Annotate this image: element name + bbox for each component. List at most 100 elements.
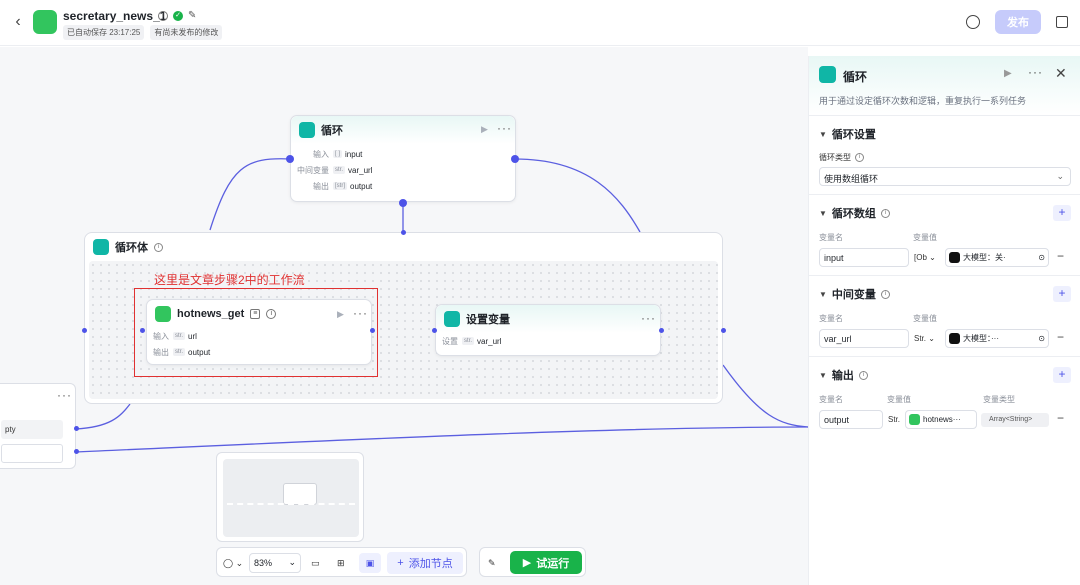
chevron-down-icon: ▼ xyxy=(819,208,827,218)
chevron-down-icon: ▼ xyxy=(819,289,827,299)
workflow-canvas[interactable]: 循环体 i 循环 ▶ ··· 输入 [ ] input 中间变量 str. va… xyxy=(0,47,808,585)
mouse-mode-icon[interactable]: ◯ ⌄ xyxy=(223,557,244,568)
more-icon[interactable]: ··· xyxy=(57,388,72,402)
hotnews-node-header: hotnews_get ≡ i ▶ ··· xyxy=(147,300,371,328)
more-icon[interactable]: ··· xyxy=(497,121,512,135)
loop-body-top-port[interactable] xyxy=(401,230,406,235)
loop-body-input-port[interactable] xyxy=(82,328,87,333)
output-variable-type: Array<String> xyxy=(981,413,1049,427)
chevron-down-icon: ⌄ xyxy=(1056,171,1064,181)
remove-icon[interactable]: − xyxy=(1057,330,1065,344)
left-node-port[interactable] xyxy=(74,449,79,454)
autosave-badge: 已自动保存 23:17:25 xyxy=(63,25,145,40)
variable-name-input[interactable]: var_url xyxy=(819,329,909,348)
run-toolbar: ✎ ▶试运行 xyxy=(479,547,586,577)
info-icon[interactable]: i xyxy=(158,10,168,21)
section-title[interactable]: ▼循环设置 xyxy=(819,129,876,141)
setvar-input-port[interactable] xyxy=(432,328,437,333)
info-icon[interactable]: i xyxy=(880,289,890,299)
edge-loop-to-loop-body xyxy=(514,158,641,233)
header: ‹ secretary_news_1 i ✓ ✎ 已自动保存 23:17:25 … xyxy=(0,0,1080,46)
output-value-ref[interactable]: hotnews··· xyxy=(905,410,977,429)
info-icon[interactable]: i xyxy=(880,208,890,218)
minimap[interactable] xyxy=(216,452,364,542)
add-array-button[interactable]: + xyxy=(1053,205,1071,221)
grid-icon[interactable]: ⊞ xyxy=(337,557,345,568)
left-node[interactable]: ··· pty xyxy=(0,383,76,469)
variable-value-ref[interactable]: 大模型：···⊙ xyxy=(945,329,1049,348)
zoom-select[interactable]: 83%⌄ xyxy=(249,553,301,573)
info-icon[interactable]: i xyxy=(855,153,864,162)
output-name-input[interactable]: output xyxy=(819,410,883,429)
play-icon[interactable]: ▶ xyxy=(481,124,488,134)
back-icon[interactable]: ‹ xyxy=(15,13,21,30)
loop-node[interactable]: 循环 ▶ ··· 输入 [ ] input 中间变量 str. var_url … xyxy=(290,115,516,202)
hotnews-input-port[interactable] xyxy=(140,328,145,333)
more-icon[interactable]: ··· xyxy=(641,311,656,325)
chevron-down-icon: ▼ xyxy=(819,129,827,139)
minimap-toggle-icon[interactable]: ▣ xyxy=(359,553,381,573)
variable-type-select[interactable]: Str. ⌄ xyxy=(914,334,935,343)
loop-type-select[interactable]: 使用数组循环⌄ xyxy=(819,167,1071,186)
panel-header: 循环 ▶ ··· ✕ 用于通过设定循环次数和逻辑，重复执行一系列任务 xyxy=(809,56,1080,114)
array-value-ref[interactable]: 大模型：关·⊙ xyxy=(945,248,1049,267)
loop-body-title: 循环体 xyxy=(115,242,148,254)
info-icon[interactable]: i xyxy=(266,309,277,319)
node-config-panel: 循环 ▶ ··· ✕ 用于通过设定循环次数和逻辑，重复执行一系列任务 ▼循环设置… xyxy=(808,56,1080,585)
left-node-field-empty[interactable] xyxy=(1,444,63,463)
loop-output-port[interactable] xyxy=(511,155,519,163)
more-icon[interactable]: ··· xyxy=(353,306,368,320)
debug-icon[interactable]: ✎ xyxy=(488,557,496,568)
panel-description: 用于通过设定循环次数和逻辑，重复执行一系列任务 xyxy=(819,96,1027,106)
target-icon[interactable]: ⊙ xyxy=(1038,334,1045,343)
output-type-select[interactable]: Str. xyxy=(888,415,901,424)
array-type-select[interactable]: [Ob ⌄ xyxy=(914,253,936,262)
loop-body-port[interactable] xyxy=(399,199,407,207)
edge-left-to-panel xyxy=(75,426,808,453)
loop-node-row: 输入 [ ] input xyxy=(313,149,363,159)
remove-icon[interactable]: − xyxy=(1057,249,1065,263)
variable-icon xyxy=(444,311,460,327)
add-node-button[interactable]: +添加节点 xyxy=(387,552,463,574)
play-icon[interactable]: ▶ xyxy=(1004,68,1012,79)
loop-body-output-port[interactable] xyxy=(721,328,726,333)
loop-node-header: 循环 ▶ ··· xyxy=(291,116,515,144)
unpublished-badge: 有尚未发布的修改 xyxy=(150,25,223,40)
remove-icon[interactable]: − xyxy=(1057,411,1065,425)
workflow-app-icon xyxy=(33,10,57,34)
edge-loop-body-out xyxy=(722,364,808,428)
setvar-node-title: 设置变量 xyxy=(466,314,510,326)
info-icon[interactable]: i xyxy=(858,370,868,380)
array-name-input[interactable]: input xyxy=(819,248,909,267)
add-variable-button[interactable]: + xyxy=(1053,286,1071,302)
copy-icon[interactable] xyxy=(1056,16,1068,28)
edit-icon[interactable]: ✎ xyxy=(188,10,197,21)
left-node-port[interactable] xyxy=(74,426,79,431)
publish-button[interactable]: 发布 xyxy=(995,10,1041,34)
add-output-button[interactable]: + xyxy=(1053,367,1071,383)
info-icon[interactable]: i xyxy=(154,242,163,252)
loop-node-row: 中间变量 str. var_url xyxy=(297,165,373,175)
target-icon[interactable]: ⊙ xyxy=(1038,253,1045,262)
hotnews-output-port[interactable] xyxy=(370,328,375,333)
test-run-button[interactable]: ▶试运行 xyxy=(510,551,582,574)
setvar-node-row: 设置 str. var_url xyxy=(442,336,502,346)
set-variable-node[interactable]: 设置变量 ··· 设置 str. var_url xyxy=(435,304,661,356)
close-icon[interactable]: ✕ xyxy=(1055,65,1067,81)
loop-input-port[interactable] xyxy=(286,155,294,163)
more-icon[interactable]: ··· xyxy=(1028,65,1043,79)
loop-node-row: 输出 [str] output xyxy=(313,181,373,191)
history-icon[interactable] xyxy=(966,15,980,29)
hotnews-node-row: 输出 str. output xyxy=(153,347,211,357)
comment-icon[interactable]: ▭ xyxy=(311,557,320,568)
save-status: 已自动保存 23:17:25 有尚未发布的修改 xyxy=(63,25,223,40)
setvar-output-port[interactable] xyxy=(659,328,664,333)
hotnews-get-node[interactable]: hotnews_get ≡ i ▶ ··· 输入 str. url 输出 str… xyxy=(146,299,372,365)
play-icon[interactable]: ▶ xyxy=(337,309,344,319)
